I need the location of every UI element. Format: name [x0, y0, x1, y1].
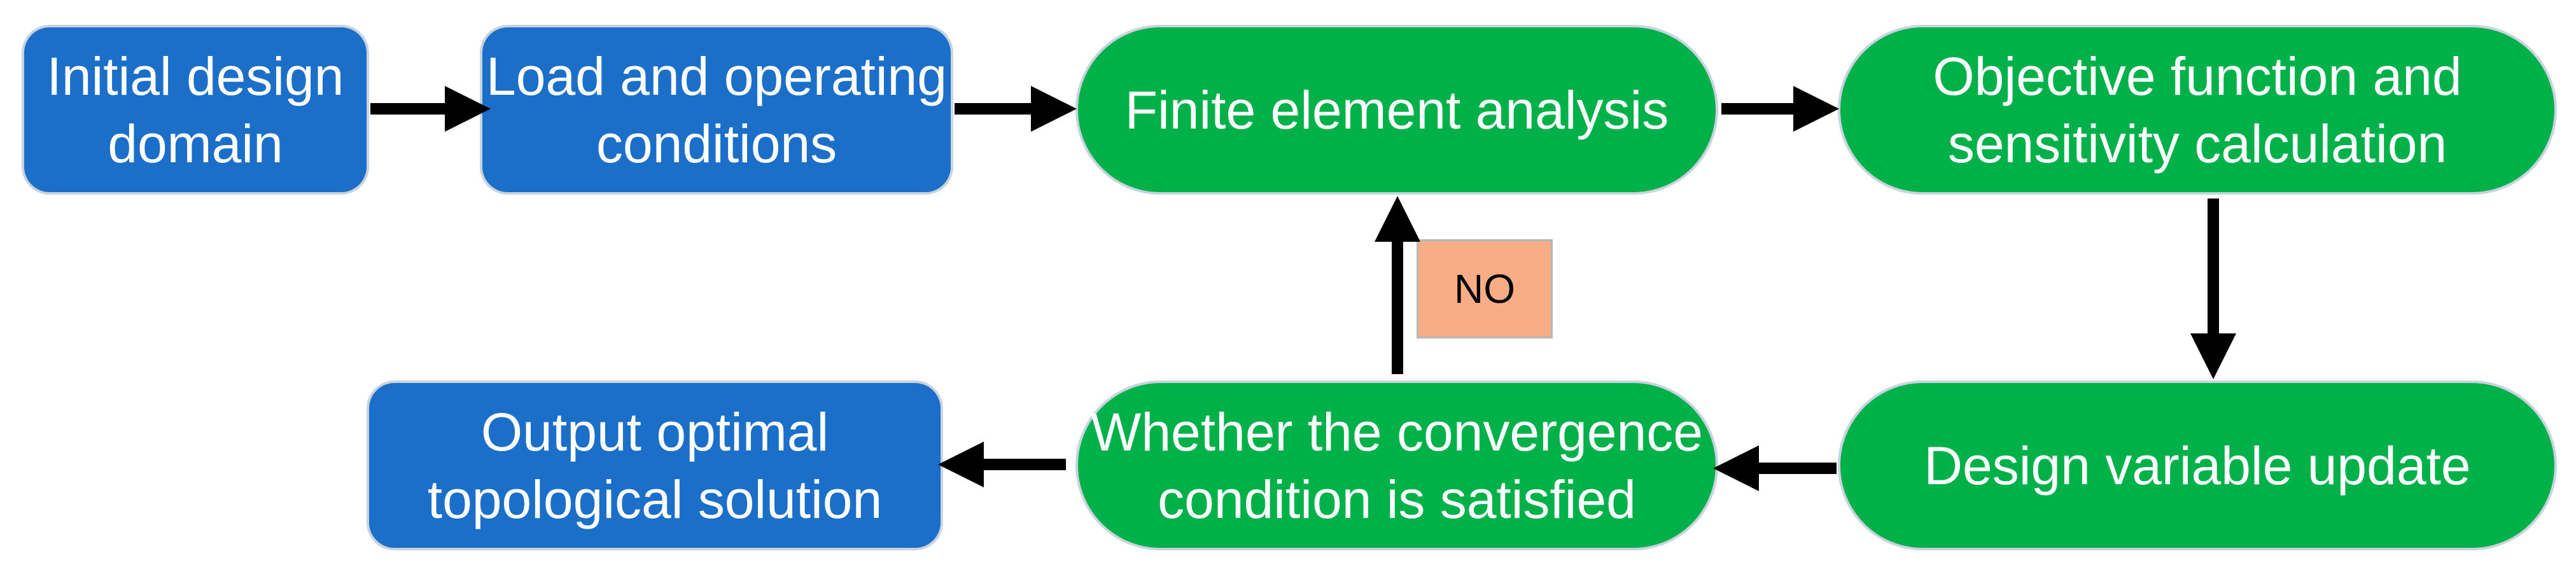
- node-initial-design-domain: Initial design domain: [22, 25, 369, 195]
- node-load-conditions-label: Load and operating conditions: [486, 46, 947, 174]
- node-output-optimal-solution: Output optimal topological solution: [367, 380, 943, 550]
- node-objective-label: Objective function and sensitivity calcu…: [1933, 46, 2462, 174]
- node-convergence-check: Whether the convergence condition is sat…: [1075, 380, 1718, 550]
- node-fea-label: Finite element analysis: [1124, 80, 1669, 140]
- node-objective-function-sensitivity: Objective function and sensitivity calcu…: [1838, 25, 2557, 195]
- node-design-variable-update: Design variable update: [1838, 380, 2557, 550]
- no-label-text: NO: [1454, 266, 1515, 312]
- node-initial-design-domain-label: Initial design domain: [46, 46, 344, 174]
- node-convergence-label: Whether the convergence condition is sat…: [1091, 401, 1703, 529]
- node-finite-element-analysis: Finite element analysis: [1075, 25, 1718, 195]
- node-load-and-operating-conditions: Load and operating conditions: [480, 25, 953, 195]
- node-output-label: Output optimal topological solution: [427, 401, 883, 529]
- no-label-box: NO: [1417, 239, 1553, 338]
- node-design-update-label: Design variable update: [1924, 435, 2471, 496]
